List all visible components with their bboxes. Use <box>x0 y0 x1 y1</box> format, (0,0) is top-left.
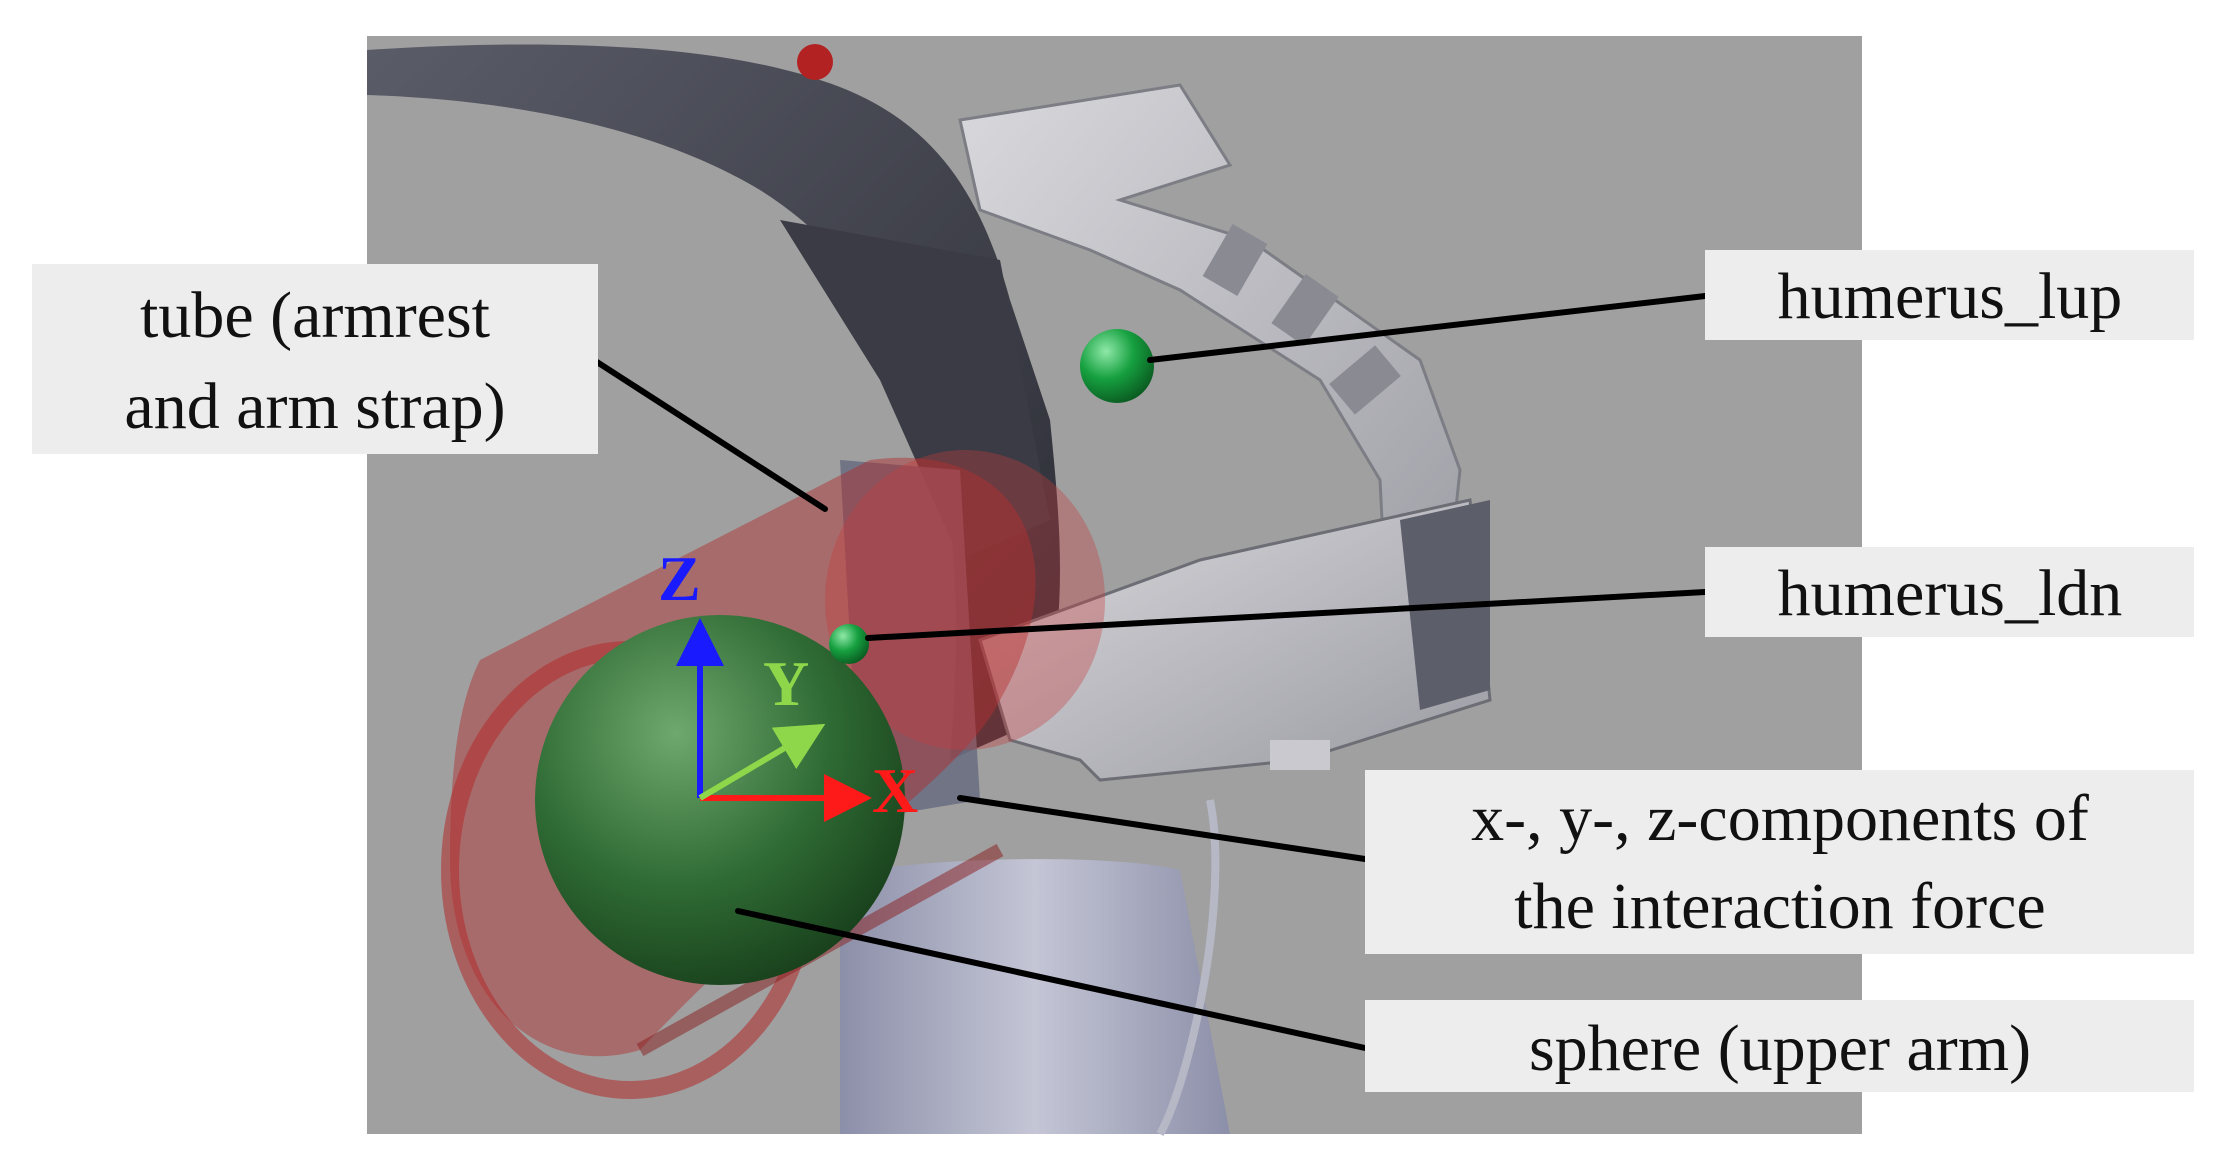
humerus-ldn-text: humerus_ldn <box>1778 557 2123 630</box>
exoskeleton-model <box>367 44 1492 1136</box>
y-axis-arrow <box>698 723 826 801</box>
base-column <box>840 859 1230 1134</box>
x-axis-label: X <box>872 755 918 826</box>
force-label: x-, y-, z-components of the interaction … <box>1365 770 2194 954</box>
force-label-line1: x-, y-, z-components of <box>1471 782 2089 855</box>
humerus-lup-text: humerus_lup <box>1778 260 2123 333</box>
force-label-line2: the interaction force <box>1514 870 2045 943</box>
tube-leader-line <box>594 359 828 512</box>
sphere-leader-line <box>735 908 1368 1051</box>
tube-label-line1: tube (armrest <box>140 279 490 352</box>
coordinate-axes: Z X Y <box>658 543 918 826</box>
tube-label: tube (armrest and arm strap) <box>32 264 598 454</box>
tube-label-line2: and arm strap) <box>124 370 505 443</box>
humerus-lup-label: humerus_lup <box>1705 250 2194 340</box>
humerus-lup-leader-line <box>1147 293 1708 363</box>
sphere-label-text: sphere (upper arm) <box>1529 1012 2031 1085</box>
z-axis-label: Z <box>658 543 701 614</box>
humerus-lup-marker <box>1080 329 1154 403</box>
back-frame <box>367 44 1060 760</box>
humerus-ldn-marker <box>829 624 869 664</box>
humerus-ldn-label: humerus_ldn <box>1705 547 2194 637</box>
sphere-label: sphere (upper arm) <box>1365 1000 2194 1092</box>
force-leader-line <box>957 795 1368 862</box>
y-axis-label: Y <box>763 648 809 719</box>
humerus-ldn-leader-line <box>865 589 1708 641</box>
